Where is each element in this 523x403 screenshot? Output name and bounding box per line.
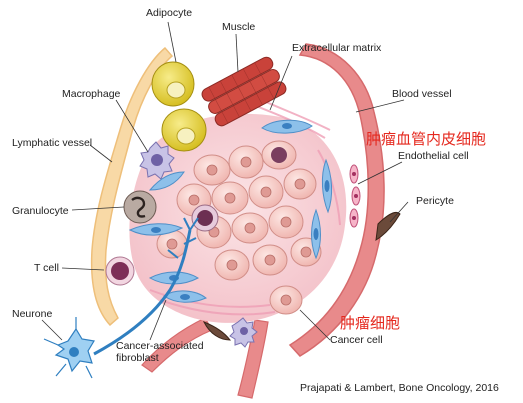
label-lymphatic-vessel: Lymphatic vessel (12, 137, 92, 149)
t-cell (106, 257, 134, 285)
granulocyte-cell (124, 191, 156, 223)
label-pericyte: Pericyte (416, 195, 454, 207)
adipocytes (152, 62, 206, 151)
label-t-cell: T cell (34, 262, 59, 274)
annotation-endothelial-cn: 肿瘤血管内皮细胞 (366, 128, 486, 149)
label-neurone: Neurone (12, 308, 52, 320)
label-cancer-cell: Cancer cell (330, 334, 383, 346)
label-macrophage: Macrophage (62, 88, 120, 100)
label-muscle: Muscle (222, 21, 255, 33)
label-granulocyte: Granulocyte (12, 205, 69, 217)
label-extracellular-matrix: Extracellular matrix (292, 42, 381, 54)
label-blood-vessel: Blood vessel (392, 88, 452, 100)
label-cancer-associated-fibroblast-line2: fibroblast (116, 352, 159, 364)
label-cancer-associated-fibroblast-line1: Cancer-associated (116, 340, 204, 352)
label-adipocyte: Adipocyte (146, 7, 192, 19)
citation: Prajapati & Lambert, Bone Oncology, 2016 (300, 382, 499, 394)
annotation-cancer-cell-cn: 肿瘤细胞 (340, 312, 400, 333)
label-endothelial-cell: Endothelial cell (398, 150, 469, 162)
